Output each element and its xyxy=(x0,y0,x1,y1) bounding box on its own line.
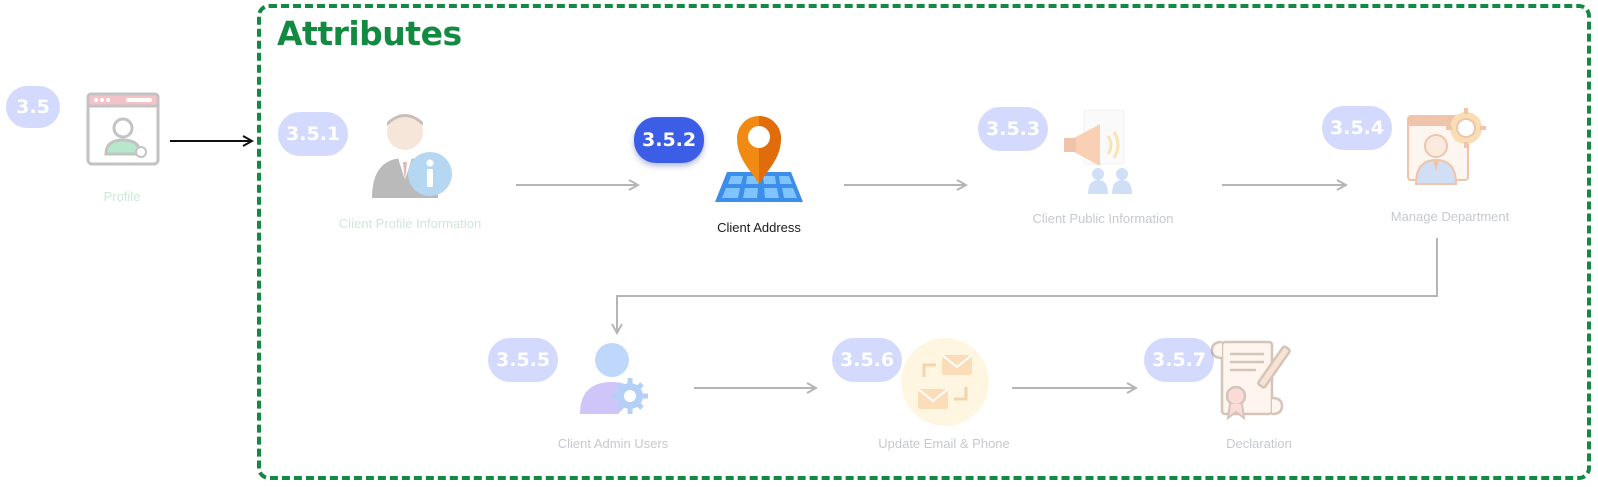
attributes-group xyxy=(257,4,1591,480)
step-badge-3-5-3: 3.5.3 xyxy=(978,107,1049,151)
step-label-3-5-5: Client Admin Users xyxy=(557,436,669,451)
step-badge-3-5-7: 3.5.7 xyxy=(1144,338,1215,382)
manager-gear-icon xyxy=(1406,106,1490,195)
step-badge-3-5-1: 3.5.1 xyxy=(278,112,349,156)
person-info-icon xyxy=(370,110,456,205)
group-title: Attributes xyxy=(277,14,462,53)
step-badge-3-5-5: 3.5.5 xyxy=(488,338,559,382)
step-label-3-5-2: Client Address xyxy=(717,220,801,235)
step-badge-3-5-2: 3.5.2 xyxy=(634,117,705,163)
profile-label: Profile xyxy=(103,189,141,204)
step-label-3-5-4: Manage Department xyxy=(1390,209,1510,224)
map-pin-icon xyxy=(713,114,805,211)
step-label-3-5-1: Client Profile Information xyxy=(338,216,482,231)
megaphone-icon xyxy=(1060,108,1146,199)
arrow-354-to-355 xyxy=(617,238,1438,333)
user-gear-icon xyxy=(578,342,650,421)
step-label-3-5-7: Declaration xyxy=(1226,436,1292,451)
certificate-scroll-icon xyxy=(1210,338,1302,427)
email-exchange-icon xyxy=(900,337,990,432)
step-label-3-5-6: Update Email & Phone xyxy=(878,436,1010,451)
profile-badge: 3.5 xyxy=(6,86,60,128)
profile-window-icon xyxy=(86,92,160,171)
step-badge-3-5-6: 3.5.6 xyxy=(832,338,903,382)
step-label-3-5-3: Client Public Information xyxy=(1032,211,1174,226)
step-badge-3-5-4: 3.5.4 xyxy=(1322,106,1393,150)
